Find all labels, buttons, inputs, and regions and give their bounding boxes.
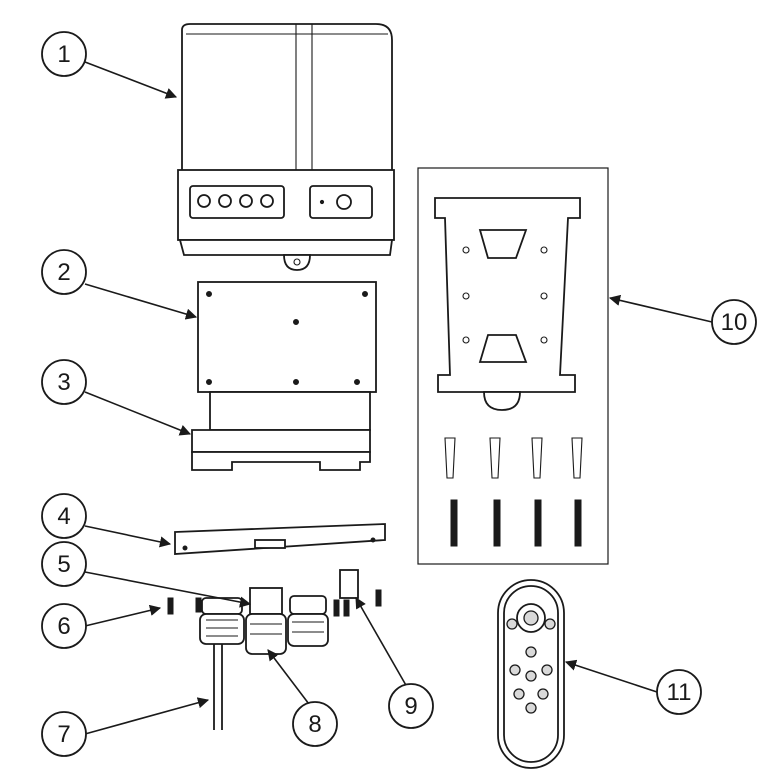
callout-2: 2 [41,249,87,295]
callout-10: 10 [711,299,757,345]
leader-lines [84,61,713,735]
svg-text:4: 4 [57,503,70,530]
callout-6: 6 [41,603,87,649]
callout-group: 1 2 3 4 5 6 7 8 9 10 11 [41,31,757,757]
part-remote-control [497,579,565,769]
svg-text:8: 8 [308,711,321,738]
callout-7: 7 [41,711,87,757]
part-wall-kit [417,167,609,565]
svg-text:2: 2 [57,259,70,286]
svg-text:9: 9 [404,693,417,720]
part-circuit-board [197,281,377,393]
callout-9: 9 [388,683,434,729]
callout-5: 5 [41,541,87,587]
callout-11: 11 [656,669,702,715]
part-rail [174,523,386,555]
part-small-screws [167,569,382,617]
callout-4: 4 [41,493,87,539]
callout-3: 3 [41,359,87,405]
svg-text:3: 3 [57,369,70,396]
svg-text:7: 7 [57,721,70,748]
svg-text:5: 5 [57,551,70,578]
svg-text:11: 11 [667,679,692,706]
part-cable-glands [199,587,329,730]
svg-text:10: 10 [721,309,748,336]
part-housing [177,23,395,271]
svg-text:1: 1 [57,41,70,68]
callout-8: 8 [292,701,338,747]
part-mounting-plate [191,391,371,471]
callout-1: 1 [41,31,87,77]
svg-text:6: 6 [57,613,70,640]
